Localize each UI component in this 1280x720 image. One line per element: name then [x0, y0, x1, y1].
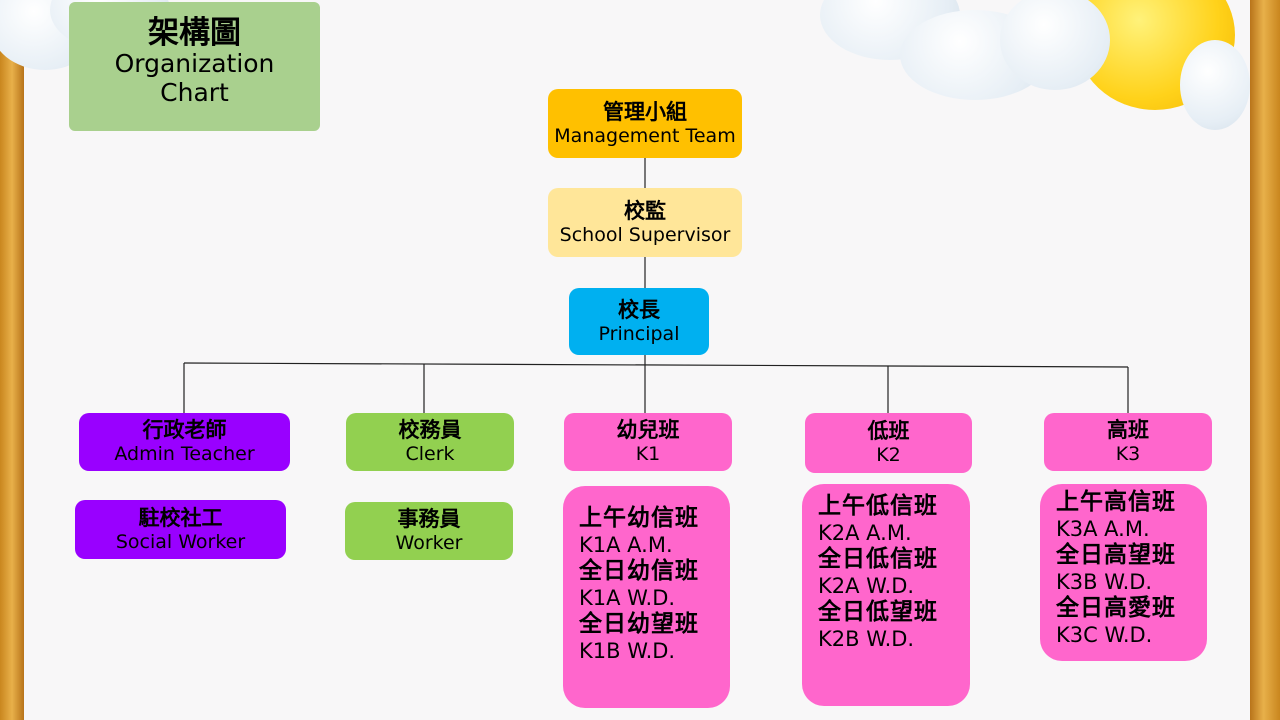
clerk-en: Clerk — [405, 443, 455, 466]
admin-teacher-node: 行政老師 Admin Teacher — [79, 413, 290, 471]
admin-teacher-en: Admin Teacher — [114, 443, 255, 466]
principal-node: 校長 Principal — [569, 288, 709, 355]
social-worker-node: 駐校社工 Social Worker — [75, 500, 286, 559]
k3-classes-box: 上午高信班 K3A A.M. 全日高望班 K3B W.D. 全日高愛班 K3C … — [1040, 484, 1207, 661]
chart-title-zh: 架構圖 — [148, 15, 241, 51]
k1-grade-zh: 幼兒班 — [616, 418, 680, 442]
class-name-zh: 上午幼信班 — [579, 505, 699, 531]
class-item: 上午幼信班 K1A A.M. — [579, 504, 714, 557]
school-supervisor-node: 校監 School Supervisor — [548, 188, 742, 257]
k1-grade-node: 幼兒班 K1 — [564, 413, 732, 471]
worker-en: Worker — [395, 532, 463, 555]
management-team-zh: 管理小組 — [603, 99, 687, 124]
class-item: 全日低望班 K2B W.D. — [818, 598, 954, 651]
k2-grade-node: 低班 K2 — [805, 413, 972, 473]
clerk-node: 校務員 Clerk — [346, 413, 514, 471]
class-name-zh: 上午高信班 — [1056, 489, 1176, 515]
k2-grade-zh: 低班 — [867, 419, 910, 443]
class-item: 上午低信班 K2A A.M. — [818, 492, 954, 545]
admin-teacher-zh: 行政老師 — [142, 418, 227, 442]
class-name-zh: 全日幼望班 — [579, 610, 699, 637]
class-item: 全日高望班 K3B W.D. — [1056, 541, 1191, 594]
class-item: 全日幼信班 K1A W.D. — [579, 557, 714, 610]
class-item: 全日幼望班 K1B W.D. — [579, 610, 714, 663]
school-supervisor-zh: 校監 — [624, 198, 666, 223]
social-worker-en: Social Worker — [115, 530, 246, 553]
wood-frame-right — [1250, 0, 1280, 720]
k2-classes-box: 上午低信班 K2A A.M. 全日低信班 K2A W.D. 全日低望班 K2B … — [802, 484, 970, 706]
k1-classes-box: 上午幼信班 K1A A.M. 全日幼信班 K1A W.D. 全日幼望班 K1B … — [563, 486, 730, 708]
principal-zh: 校長 — [618, 297, 660, 322]
class-name-zh: 上午低信班 — [818, 493, 938, 519]
class-name-en: K2A A.M. — [818, 520, 912, 545]
chart-title-en: Organization Chart — [114, 49, 275, 107]
management-team-en: Management Team — [554, 124, 736, 147]
k2-grade-en: K2 — [876, 444, 901, 467]
k3-grade-zh: 高班 — [1107, 418, 1149, 442]
class-name-en: K3A A.M. — [1056, 516, 1150, 541]
class-name-en: K3B W.D. — [1056, 569, 1153, 594]
principal-en: Principal — [598, 322, 680, 345]
class-name-zh: 全日高望班 — [1056, 541, 1176, 568]
class-item: 全日低信班 K2A W.D. — [818, 545, 954, 598]
class-name-zh: 全日高愛班 — [1056, 594, 1176, 621]
clerk-zh: 校務員 — [398, 418, 462, 442]
class-item: 上午高信班 K3A A.M. — [1056, 488, 1191, 541]
k3-grade-node: 高班 K3 — [1044, 413, 1212, 471]
class-name-zh: 全日低望班 — [818, 598, 938, 625]
school-supervisor-en: School Supervisor — [559, 223, 731, 246]
worker-zh: 事務員 — [397, 507, 461, 531]
class-name-en: K1A W.D. — [579, 585, 676, 610]
wood-frame-left — [0, 0, 24, 720]
social-worker-zh: 駐校社工 — [138, 505, 223, 530]
worker-node: 事務員 Worker — [345, 502, 513, 560]
class-name-zh: 全日幼信班 — [579, 557, 699, 584]
chart-title-box: 架構圖 Organization Chart — [69, 2, 320, 131]
k1-grade-en: K1 — [635, 443, 661, 466]
class-name-en: K2B W.D. — [818, 626, 915, 651]
class-name-zh: 全日低信班 — [818, 545, 938, 572]
management-team-node: 管理小組 Management Team — [548, 89, 742, 158]
class-name-en: K1A A.M. — [579, 532, 673, 557]
class-name-en: K3C W.D. — [1056, 622, 1153, 647]
class-name-en: K1B W.D. — [579, 638, 676, 663]
class-item: 全日高愛班 K3C W.D. — [1056, 594, 1191, 647]
k3-grade-en: K3 — [1115, 443, 1141, 466]
class-name-en: K2A W.D. — [818, 573, 915, 598]
